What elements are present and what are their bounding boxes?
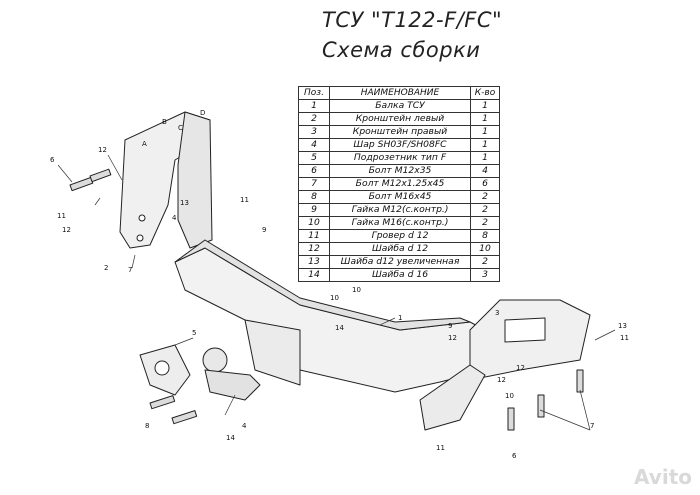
callout-label: 11 bbox=[436, 444, 445, 452]
tow-beam bbox=[174, 239, 486, 393]
callout-label: 5 bbox=[192, 329, 196, 337]
callout-label: 4 bbox=[172, 214, 177, 222]
callout-label: 7 bbox=[128, 266, 132, 274]
socket-plate bbox=[139, 344, 191, 396]
callout-label: 13 bbox=[618, 322, 627, 330]
leader-lines bbox=[57, 154, 616, 431]
callout-label: 12 bbox=[62, 226, 71, 234]
bracket-letter: B bbox=[162, 118, 167, 126]
callout-label: 12 bbox=[98, 146, 107, 154]
table-cell: 3 bbox=[470, 268, 500, 282]
callout-label: 12 bbox=[448, 334, 457, 342]
bracket-letter: D bbox=[200, 109, 205, 117]
callout-label: 14 bbox=[226, 434, 235, 442]
callout-label: 10 bbox=[330, 294, 339, 302]
callout-label: 10 bbox=[352, 286, 361, 294]
callout-label: 12 bbox=[516, 364, 525, 372]
table-cell: 4 bbox=[470, 164, 500, 178]
drawing-title: ТСУ "T122-F/FC" bbox=[322, 8, 503, 32]
callout-label: 9 bbox=[262, 226, 266, 234]
callout-label: 10 bbox=[505, 392, 514, 400]
avito-watermark: Avito bbox=[634, 465, 692, 489]
tow-ball bbox=[202, 347, 261, 401]
left-bracket bbox=[119, 111, 213, 249]
drawing-subtitle: Схема сборки bbox=[322, 38, 481, 62]
table-cell: 10 bbox=[470, 242, 500, 256]
bolts bbox=[69, 168, 584, 431]
callout-label: 6 bbox=[512, 452, 517, 460]
callout-label: 7 bbox=[590, 422, 594, 430]
callout-label: 4 bbox=[242, 422, 247, 430]
callout-label: 13 bbox=[180, 199, 189, 207]
callout-label: 8 bbox=[145, 422, 149, 430]
callout-label: 12 bbox=[497, 376, 506, 384]
bracket-letter: A bbox=[142, 140, 147, 148]
table-cell: Шайба d 16 bbox=[329, 268, 471, 282]
callout-label: 14 bbox=[335, 324, 344, 332]
callout-label: 9 bbox=[448, 322, 452, 330]
callout-label: 3 bbox=[495, 309, 499, 317]
callout-label: 11 bbox=[57, 212, 66, 220]
callout-label: 11 bbox=[620, 334, 629, 342]
callout-label: 11 bbox=[240, 196, 249, 204]
callout-label: 1 bbox=[398, 314, 402, 322]
table-cell: 14 bbox=[298, 268, 330, 282]
right-bracket bbox=[419, 299, 591, 431]
callout-label: 2 bbox=[104, 264, 108, 272]
callout-label: 6 bbox=[50, 156, 55, 164]
bracket-letter: C bbox=[178, 124, 183, 132]
